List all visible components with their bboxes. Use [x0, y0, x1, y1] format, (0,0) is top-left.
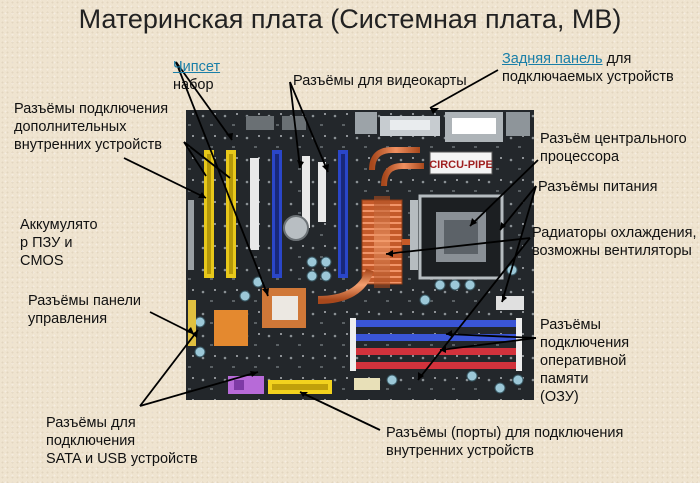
ram-line-5: (ОЗУ): [540, 389, 579, 405]
label-cpu-socket: Разъём центрального процессора: [540, 130, 687, 166]
front-panel-line-2: управления: [28, 311, 108, 327]
cmos-battery: [283, 215, 309, 241]
chipset-label-rest: набор: [173, 77, 214, 93]
pcie-slots: [272, 150, 348, 278]
battery-line-1: Аккумулято: [20, 217, 98, 233]
cpu-socket-line-1: Разъём центрального: [540, 131, 687, 147]
chipset-link[interactable]: Чипсет: [173, 59, 221, 75]
internal-expansion-line-1: Разъёмы подключения: [14, 101, 169, 117]
rear-panel-rest: для: [602, 51, 632, 67]
sata-usb-line-2: подключения: [46, 433, 136, 449]
heatpipe-brand: CIRCU-PIPE: [429, 159, 493, 171]
label-video-slots: Разъёмы для видеокарты: [293, 73, 467, 89]
cpu-socket-line-2: процессора: [540, 149, 620, 165]
battery-line-3: CMOS: [20, 253, 64, 269]
ram-line-3: оперативной: [540, 353, 627, 369]
ram-line-2: подключения: [540, 335, 630, 351]
label-rear-panel: Задняя панель для подключаемых устройств: [502, 50, 674, 86]
front-panel-line-1: Разъёмы панели: [28, 293, 142, 309]
heatsinks-line-2: возможны вентиляторы: [532, 243, 692, 259]
battery-line-2: р ПЗУ и: [20, 235, 73, 251]
internal-ports-line-2: внутренних устройств: [386, 443, 534, 459]
label-battery: Аккумулято р ПЗУ и CMOS: [20, 216, 98, 270]
sata-ports: [228, 376, 264, 394]
heatsinks-line-1: Радиаторы охлаждения,: [532, 225, 697, 241]
sata-usb-line-3: SATA и USB устройств: [46, 451, 198, 467]
label-sata-usb: Разъёмы для подключения SATA и USB устро…: [46, 414, 198, 468]
internal-expansion-line-2: дополнительных: [14, 119, 127, 135]
label-ram: Разъёмы подключения оперативной памяти (…: [540, 316, 629, 406]
label-internal-expansion: Разъёмы подключения дополнительных внутр…: [14, 100, 168, 154]
label-power-connectors: Разъёмы питания: [538, 179, 658, 195]
ram-line-4: памяти: [540, 371, 589, 387]
label-front-panel: Разъёмы панели управления: [28, 292, 141, 328]
label-heatsinks: Радиаторы охлаждения, возможны вентилято…: [532, 224, 700, 260]
label-internal-ports: Разъёмы (порты) для подключения внутренн…: [386, 424, 623, 460]
southbridge-chipset: [214, 310, 248, 346]
power-connector: [496, 296, 524, 310]
rear-panel-rest-2: подключаемых устройств: [502, 69, 674, 85]
internal-expansion-line-3: внутренних устройств: [14, 137, 162, 153]
page-title: Материнская плата (Системная плата, MB): [78, 4, 622, 34]
ram-line-1: Разъёмы: [540, 317, 601, 333]
rear-panel-link[interactable]: Задняя панель: [502, 51, 603, 67]
internal-ports-line-1: Разъёмы (порты) для подключения: [386, 425, 624, 441]
sata-usb-line-1: Разъёмы для: [46, 415, 136, 431]
label-chipset: Чипсет набор: [173, 58, 220, 94]
cpu-socket: [410, 194, 504, 280]
